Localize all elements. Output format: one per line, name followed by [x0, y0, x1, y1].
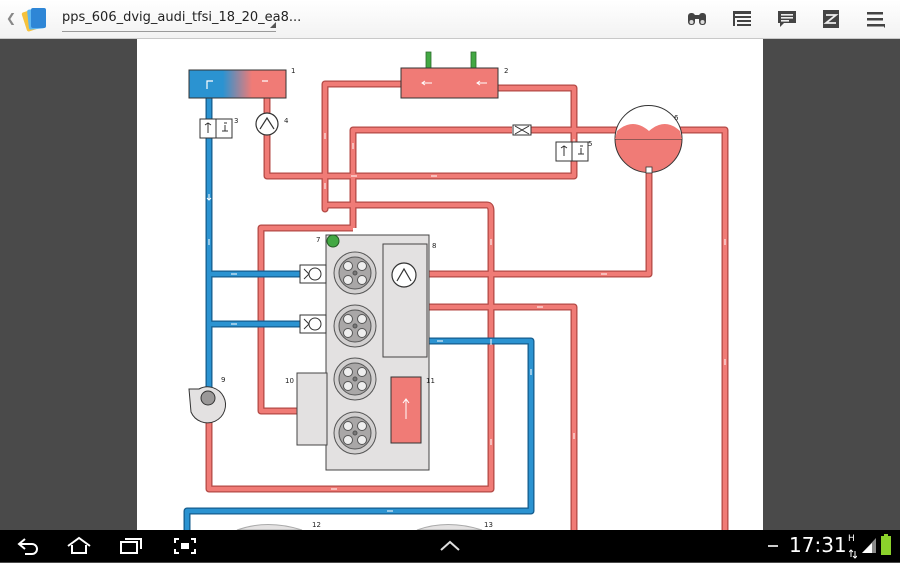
- label-2: 2: [504, 67, 508, 75]
- system-navigation-bar: 17:31 H: [0, 530, 900, 562]
- title-dropdown-icon[interactable]: [270, 22, 276, 28]
- pump-8-component: [391, 262, 417, 288]
- turbo-12-component: [236, 524, 303, 530]
- comment-icon[interactable]: [776, 8, 798, 30]
- label-4: 4: [284, 117, 289, 125]
- label-13: 13: [484, 521, 493, 529]
- valve-5-component: [555, 141, 589, 162]
- label-1: 1: [291, 67, 295, 75]
- signal-strength-icon: [861, 536, 877, 558]
- flow-arrows: [206, 87, 726, 512]
- label-7: 7: [316, 236, 320, 244]
- title-underline: [62, 31, 276, 32]
- cooling-system-diagram: 1 2 3 4 5 6 7 8 9 10 11 12 13: [183, 51, 729, 530]
- water-pump-9-component: [188, 386, 227, 424]
- label-5: 5: [588, 140, 592, 148]
- expansion-tank-component: [614, 105, 683, 174]
- cylinder-3: [333, 357, 377, 401]
- label-8: 8: [432, 242, 436, 250]
- label-12: 12: [312, 521, 321, 529]
- network-type-label: H: [848, 534, 855, 544]
- label-11: 11: [426, 377, 435, 385]
- oil-cooler-10: [296, 372, 328, 446]
- turbo-13-component: [416, 524, 483, 530]
- battery-icon: [880, 534, 892, 560]
- menu-icon[interactable]: [865, 8, 887, 30]
- document-page[interactable]: 1 2 3 4 5 6 7 8 9 10 11 12 13: [137, 39, 763, 530]
- restrictor-component: [512, 124, 532, 136]
- radiator-component: [188, 69, 287, 99]
- check-valve-lower: [299, 314, 327, 334]
- chevron-up-icon[interactable]: [436, 534, 464, 558]
- top-action-bar: ❮ pps_606_dvig_audi_tfsi_18_20_ea8...: [0, 0, 900, 39]
- annotation-icon[interactable]: [820, 8, 842, 30]
- thermostat-valve-7: [326, 234, 340, 248]
- binoculars-icon[interactable]: [686, 8, 708, 30]
- label-10: 10: [285, 377, 294, 385]
- minimize-dash-icon: [768, 545, 778, 547]
- label-9: 9: [221, 376, 225, 384]
- back-icon[interactable]: [14, 534, 44, 558]
- document-title[interactable]: pps_606_dvig_audi_tfsi_18_20_ea8...: [62, 10, 302, 25]
- screenshot-icon[interactable]: [170, 534, 200, 558]
- app-logo-icon[interactable]: [20, 6, 50, 32]
- cylinder-1: [333, 251, 377, 295]
- label-6: 6: [674, 114, 679, 122]
- cylinder-2: [333, 304, 377, 348]
- recent-apps-icon[interactable]: [116, 534, 146, 558]
- label-3: 3: [234, 117, 238, 125]
- valve-3-component: [199, 118, 233, 139]
- outline-icon[interactable]: [731, 8, 753, 30]
- status-clock: 17:31: [789, 533, 847, 557]
- home-icon[interactable]: [64, 534, 94, 558]
- back-chevron-icon[interactable]: ❮: [6, 11, 17, 25]
- network-arrows-icon: [848, 544, 858, 563]
- heat-exchanger-component: [400, 51, 499, 99]
- heater-11-component: [390, 376, 422, 444]
- pump-4-component: [255, 112, 279, 136]
- cylinders: [333, 251, 377, 455]
- check-valve-upper: [299, 264, 327, 284]
- cylinder-4: [333, 411, 377, 455]
